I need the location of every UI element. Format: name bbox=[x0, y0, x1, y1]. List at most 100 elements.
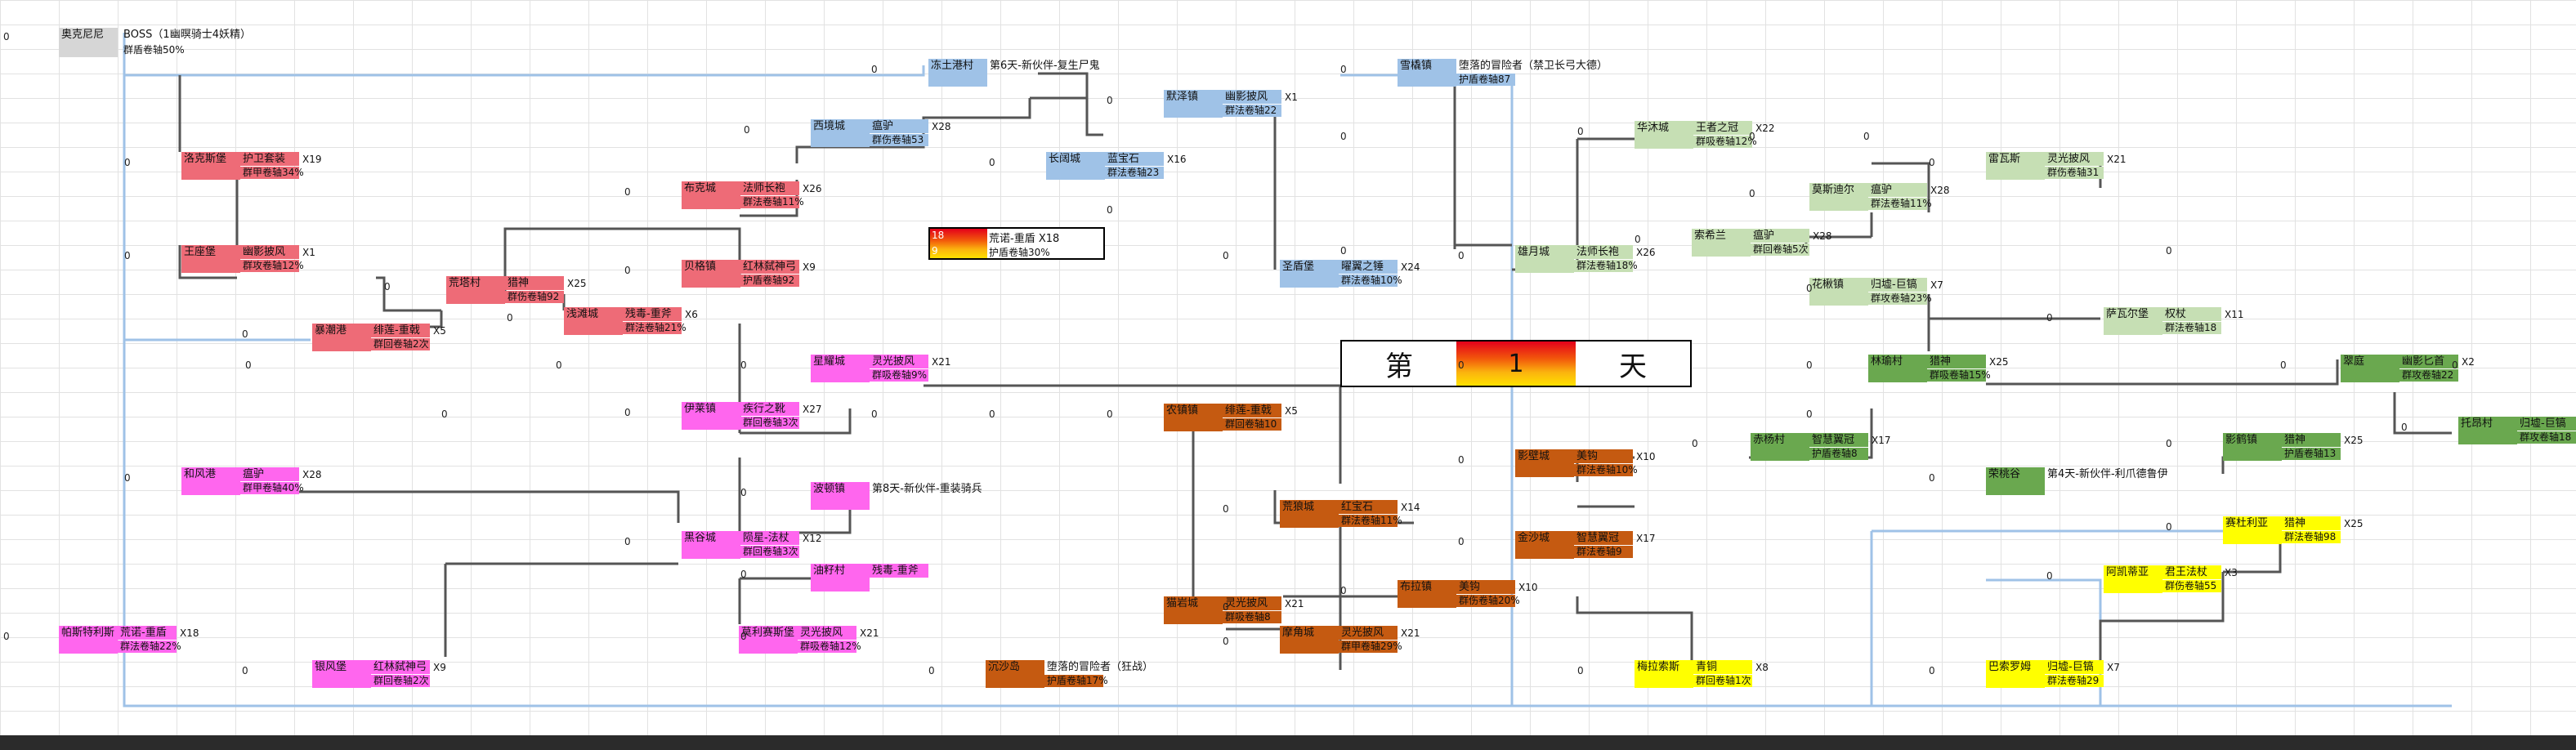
node-place[interactable]: 暴潮港 bbox=[312, 324, 371, 351]
node-name[interactable]: 曜翼之锤 bbox=[1339, 260, 1398, 274]
node-name[interactable]: 疾行之靴 bbox=[740, 402, 799, 416]
node-place[interactable]: 华沐城 bbox=[1635, 121, 1693, 149]
node-name[interactable]: 残毒-重斧 bbox=[870, 564, 928, 578]
node-place[interactable]: 猫岩城 bbox=[1164, 596, 1223, 624]
node-place[interactable]: 雷瓦斯 bbox=[1986, 152, 2045, 180]
node-place[interactable]: 翠庭 bbox=[2341, 355, 2399, 382]
node-name[interactable]: 青铜 bbox=[1693, 660, 1752, 674]
node-place[interactable]: 莫斯迪尔 bbox=[1809, 183, 1868, 211]
node-name[interactable]: 权杖 bbox=[2162, 307, 2221, 321]
node-name[interactable]: 归墟-巨镐 bbox=[2517, 417, 2576, 431]
node-place[interactable]: 布克城 bbox=[682, 181, 740, 209]
node-place[interactable]: 默泽镇 bbox=[1164, 90, 1223, 118]
node-place[interactable]: 莫利赛斯堡 bbox=[739, 626, 798, 654]
node-name[interactable]: 法师长袍 bbox=[1574, 245, 1633, 259]
node-place[interactable]: 西境城 bbox=[811, 119, 870, 147]
node-place[interactable]: 金沙城 bbox=[1515, 531, 1574, 559]
node-name[interactable]: 荒诺-重盾 bbox=[118, 626, 177, 640]
node-name[interactable]: 灵光披风 bbox=[1223, 596, 1281, 610]
node-name[interactable]: 智慧翼冠 bbox=[1809, 433, 1868, 447]
node-place[interactable]: 托昂村 bbox=[2458, 417, 2517, 444]
node-name[interactable]: 第4天-新伙伴-利爪德鲁伊 bbox=[2045, 467, 2168, 481]
node-place[interactable]: 影壁城 bbox=[1515, 449, 1574, 477]
node-name[interactable]: 瘟驴 bbox=[240, 467, 299, 481]
node-name[interactable]: 蓝宝石 bbox=[1105, 152, 1164, 166]
node-name[interactable]: 美钩 bbox=[1574, 449, 1633, 463]
node-place[interactable]: 摩角城 bbox=[1280, 626, 1339, 654]
node-place[interactable]: 农镇镇 bbox=[1164, 404, 1223, 431]
node-name[interactable]: 法师长袍 bbox=[740, 181, 799, 195]
node-name[interactable]: 幽影匕首 bbox=[2399, 355, 2458, 368]
node-name[interactable]: 红林弑神弓 bbox=[740, 260, 799, 274]
node-name[interactable]: 猎神 bbox=[505, 276, 564, 290]
node-name[interactable]: 归墟-巨镐 bbox=[1868, 278, 1927, 292]
node-place[interactable]: 圣盾堡 bbox=[1280, 260, 1339, 288]
node-name[interactable]: 猎神 bbox=[2282, 516, 2341, 530]
node-name[interactable]: 灵光披风 bbox=[2045, 152, 2104, 166]
node-place[interactable]: 雪橇镇 bbox=[1398, 59, 1456, 87]
zero-marker: 0 bbox=[1458, 454, 1465, 466]
node-name[interactable]: 君王法杖 bbox=[2162, 565, 2221, 579]
node-name[interactable]: 绯莲-重戟 bbox=[1223, 404, 1281, 417]
node-place[interactable]: 荣桃谷 bbox=[1986, 467, 2045, 495]
node-place[interactable]: 和风港 bbox=[181, 467, 240, 495]
node-place[interactable]: 沉沙岛 bbox=[986, 660, 1044, 688]
node-name[interactable]: 绯莲-重戟 bbox=[371, 324, 430, 337]
node-place[interactable]: 波顿镇 bbox=[811, 482, 870, 510]
node-place[interactable]: 阿凯蒂亚 bbox=[2104, 565, 2162, 593]
node-name[interactable]: 美钩 bbox=[1456, 580, 1515, 594]
node-place[interactable]: 巴索罗姆 bbox=[1986, 660, 2045, 688]
node-place[interactable]: 荒狼城 bbox=[1280, 500, 1339, 528]
node-place[interactable]: 雄月城 bbox=[1515, 245, 1574, 273]
node-name[interactable]: 猎神 bbox=[2282, 433, 2341, 447]
node-place[interactable]: 荒塔村 bbox=[446, 276, 505, 304]
node-name[interactable]: 灵光披风 bbox=[870, 355, 928, 368]
node-place[interactable]: 帕斯特利斯 bbox=[59, 626, 118, 654]
node-name[interactable]: 归墟-巨镐 bbox=[2045, 660, 2104, 674]
node-place[interactable]: 冻土港村 bbox=[928, 59, 987, 87]
node-name[interactable]: 残毒-重斧 bbox=[623, 307, 682, 321]
node-name[interactable]: 猎神 bbox=[1927, 355, 1986, 368]
node-name[interactable]: 幽影披风 bbox=[240, 245, 299, 259]
node-name[interactable]: 瘟驴 bbox=[1751, 229, 1809, 243]
node-place[interactable]: 星耀城 bbox=[811, 355, 870, 382]
node-place[interactable]: 长阔城 bbox=[1046, 152, 1105, 180]
node-place[interactable]: 萨瓦尔堡 bbox=[2104, 307, 2162, 335]
node-name[interactable]: 王者之冠 bbox=[1693, 121, 1752, 135]
zero-marker: 0 bbox=[556, 359, 562, 371]
node-place[interactable]: 赛杜利亚 bbox=[2223, 516, 2282, 544]
node-place[interactable]: 王座堡 bbox=[181, 245, 240, 273]
node-place[interactable]: 梅拉索斯 bbox=[1635, 660, 1693, 688]
node-place[interactable]: 油籽村 bbox=[811, 564, 870, 592]
node-name[interactable]: 堕落的冒险者（禁卫长弓大德） bbox=[1459, 60, 1608, 72]
node-name[interactable]: 堕落的冒险者（狂战） bbox=[1047, 661, 1154, 673]
node-place[interactable]: 影鹤镇 bbox=[2223, 433, 2282, 461]
node-name[interactable]: 灵光披风 bbox=[1339, 626, 1398, 640]
node-place[interactable]: 花楸镇 bbox=[1809, 278, 1868, 306]
node-name[interactable]: 红林弑神弓 bbox=[371, 660, 430, 674]
node-place[interactable]: 赤杨村 bbox=[1751, 433, 1809, 461]
node-place[interactable]: 洛克斯堡 bbox=[181, 152, 240, 180]
node-name[interactable]: 智慧翼冠 bbox=[1574, 531, 1633, 545]
node-place[interactable]: 索希兰 bbox=[1692, 229, 1751, 257]
node-place[interactable]: 浅滩城 bbox=[564, 307, 623, 335]
route-line bbox=[2393, 392, 2452, 435]
node-place[interactable]: 黑谷城 bbox=[682, 531, 740, 559]
node-name[interactable]: 幽影披风 bbox=[1223, 90, 1281, 104]
node-name[interactable]: 护卫套装 bbox=[240, 152, 299, 166]
node-name[interactable]: 瘟驴 bbox=[1868, 183, 1927, 197]
node-name[interactable]: 陨星-法杖 bbox=[740, 531, 799, 545]
node-name[interactable]: 灵光披风 bbox=[798, 626, 856, 640]
node-place[interactable]: 布拉镇 bbox=[1398, 580, 1456, 608]
node-multiplier: X14 bbox=[1401, 502, 1420, 513]
node-name[interactable]: 红宝石 bbox=[1339, 500, 1398, 514]
node-name[interactable]: 第6天-新伙伴-复生尸鬼 bbox=[990, 60, 1100, 72]
node-place[interactable]: 伊莱镇 bbox=[682, 402, 740, 430]
node-name[interactable]: 瘟驴 bbox=[870, 119, 928, 133]
node-name[interactable]: 第8天-新伙伴-重装骑兵 bbox=[872, 483, 982, 495]
node-place[interactable]: 林瑜村 bbox=[1868, 355, 1927, 382]
node-place[interactable]: 银风堡 bbox=[312, 660, 371, 688]
node-place[interactable]: 贝格镇 bbox=[682, 260, 740, 288]
title-cell[interactable]: 奥克尼尼 bbox=[59, 28, 118, 57]
